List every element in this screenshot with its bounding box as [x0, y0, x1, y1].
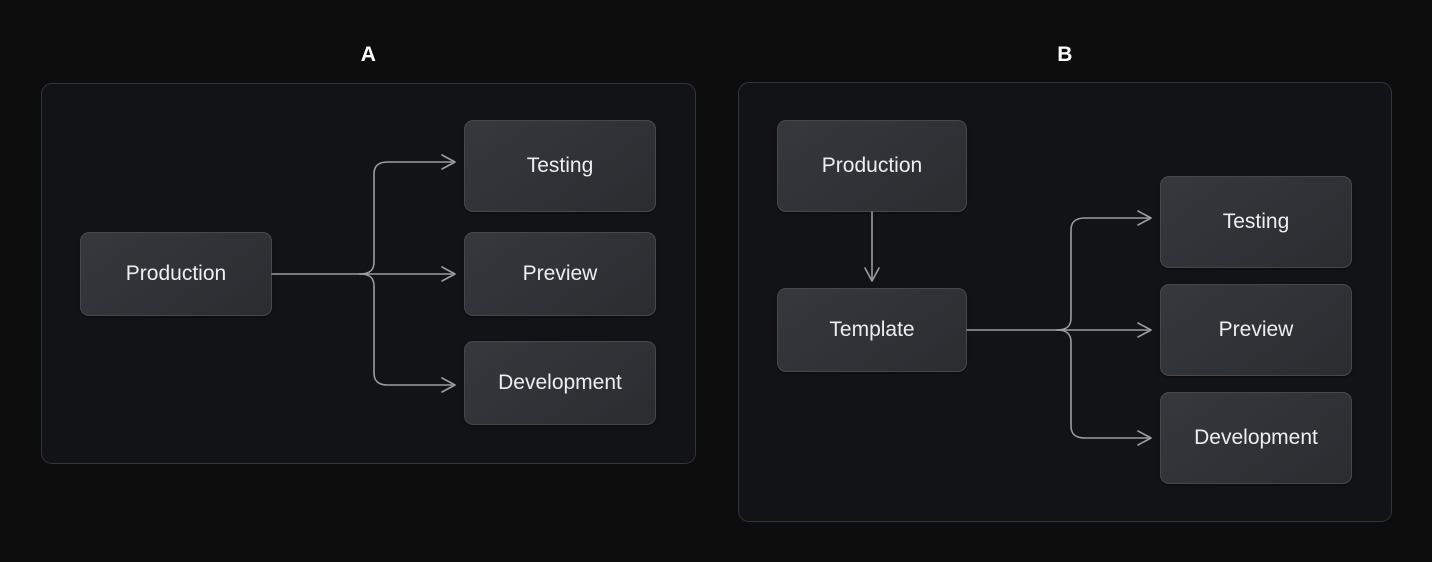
node-b-testing[interactable]: Testing	[1160, 176, 1352, 268]
node-a-production[interactable]: Production	[80, 232, 272, 316]
node-a-testing[interactable]: Testing	[464, 120, 656, 212]
panel-label-a: A	[360, 43, 377, 66]
node-a-development[interactable]: Development	[464, 341, 656, 425]
node-b-template[interactable]: Template	[777, 288, 967, 372]
node-b-production[interactable]: Production	[777, 120, 967, 212]
node-b-preview[interactable]: Preview	[1160, 284, 1352, 376]
panel-label-b: B	[1057, 43, 1073, 66]
node-a-preview[interactable]: Preview	[464, 232, 656, 316]
node-b-development[interactable]: Development	[1160, 392, 1352, 484]
